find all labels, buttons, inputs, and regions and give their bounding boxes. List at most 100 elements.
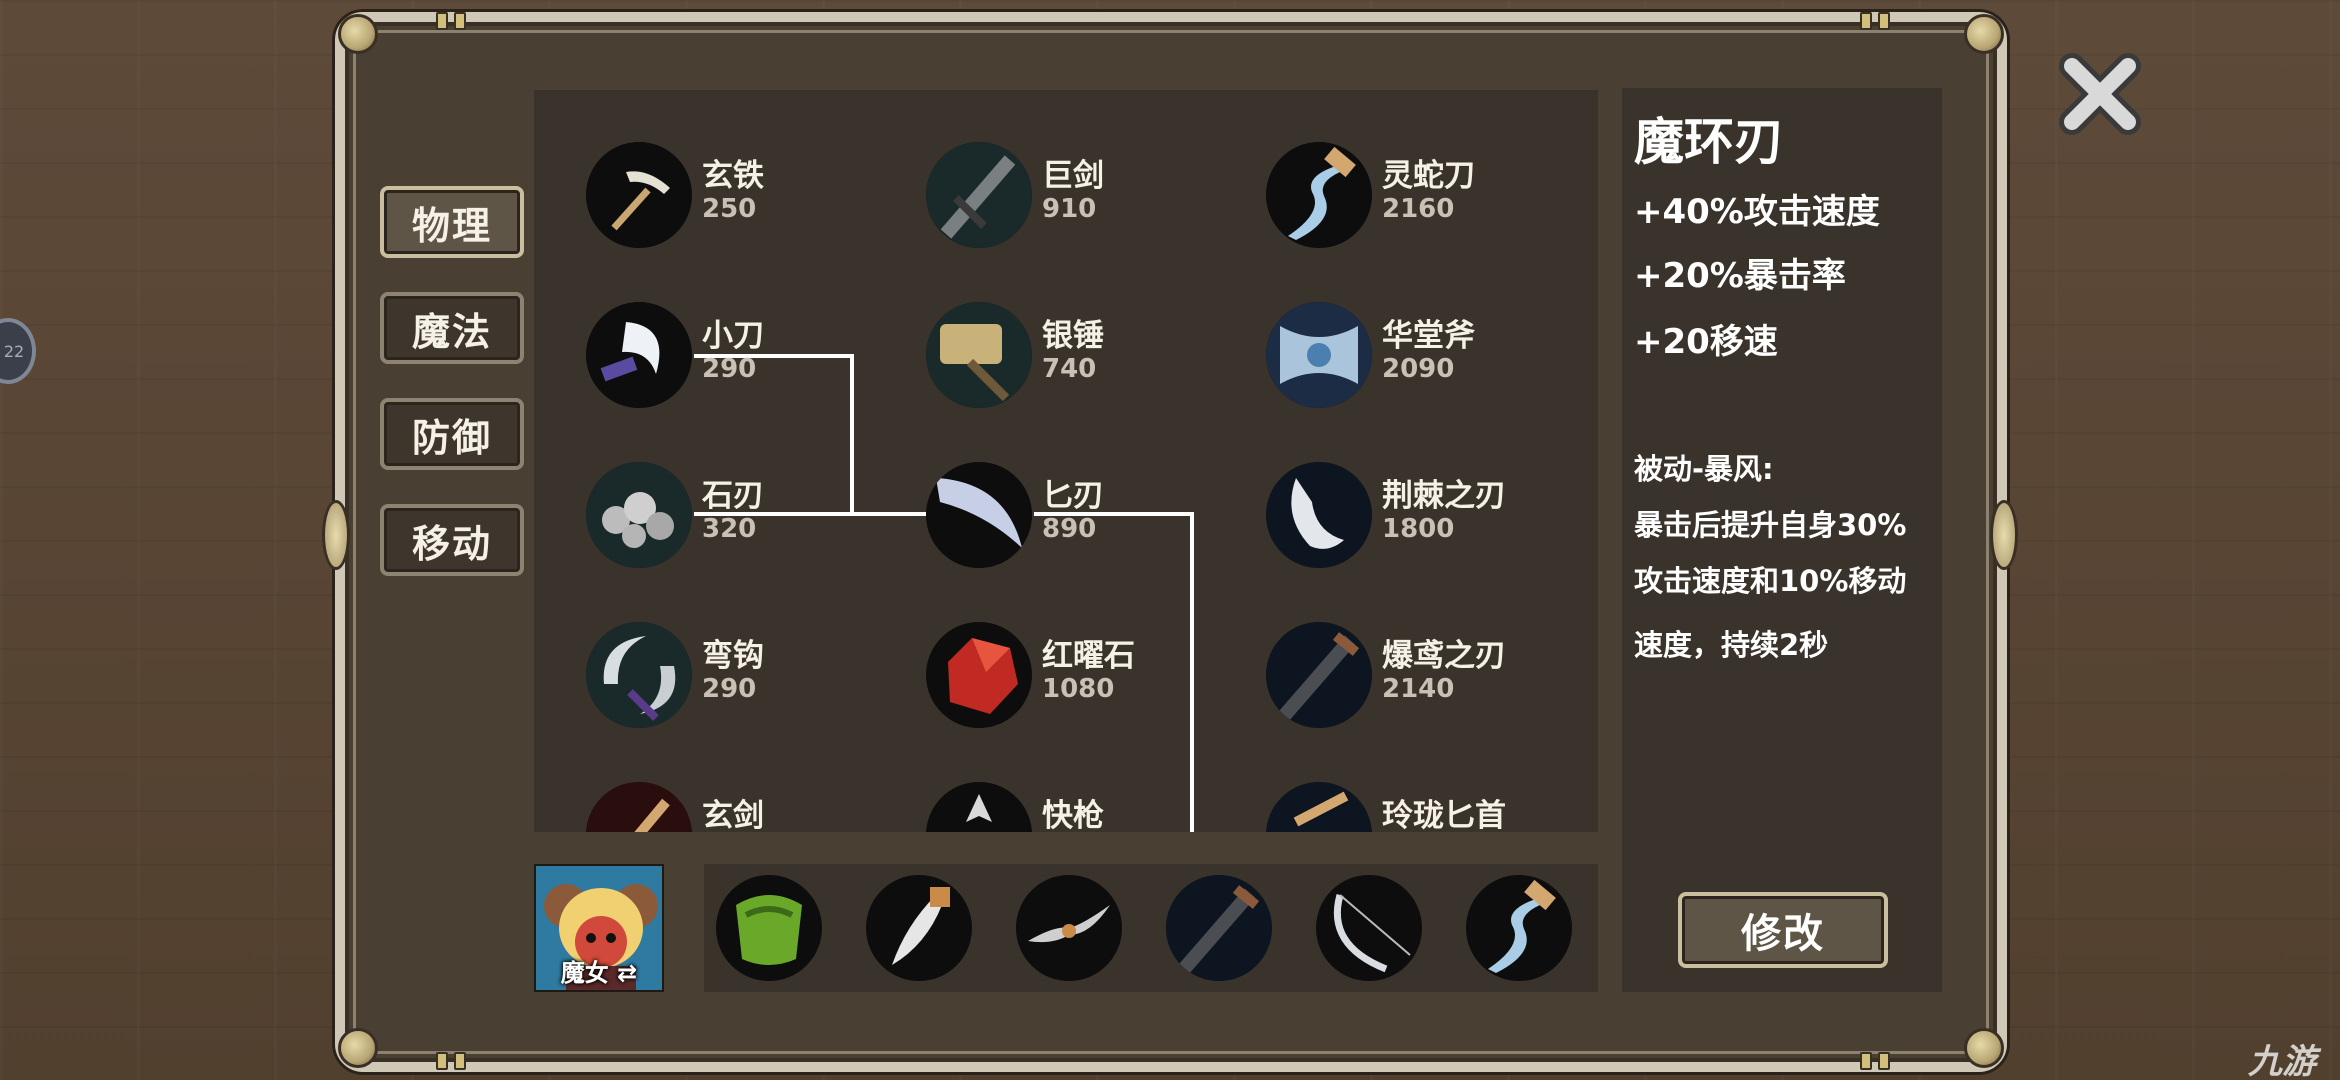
category-tab-physical[interactable]: 物理: [380, 186, 524, 258]
quick-spear-icon: [926, 782, 1032, 832]
item-price: 320: [702, 514, 757, 544]
item-xuanjian[interactable]: 玄剑: [586, 782, 906, 832]
item-name: 玄铁: [702, 158, 764, 194]
frame-tab: [436, 12, 448, 30]
dark-sword-icon: [586, 782, 692, 832]
stone-blade-icon: [586, 462, 692, 568]
category-tab-defense[interactable]: 防御: [380, 398, 524, 470]
item-price: 290: [702, 674, 757, 704]
pickaxe-icon: [586, 142, 692, 248]
knife-icon: [586, 302, 692, 408]
green-armor-icon: [716, 875, 822, 981]
item-stat: +20移速: [1634, 322, 1778, 362]
passive-text: 速度，持续2秒: [1634, 628, 1829, 662]
item-detail-panel: 魔环刃 +40%攻击速度 +20%暴击率 +20移速 被动-暴风: 暴击后提升自…: [1622, 88, 1942, 992]
equipped-slot[interactable]: [1316, 875, 1422, 981]
item-price: 2090: [1382, 354, 1455, 384]
item-price: 890: [1042, 514, 1097, 544]
item-name: 弯钩: [702, 638, 764, 674]
frame-tab: [454, 12, 466, 30]
modify-button[interactable]: 修改: [1678, 892, 1888, 968]
curved-blade-icon: [866, 875, 972, 981]
item-name: 小刀: [702, 318, 764, 354]
frame-tab: [1860, 1052, 1872, 1070]
item-name: 玄剑: [702, 798, 764, 832]
witch-portrait-icon: [536, 866, 662, 990]
item-baoyuanzhiren[interactable]: 爆鸢之刃 2140: [1266, 622, 1586, 732]
frame-tab: [1878, 12, 1890, 30]
equipped-slot[interactable]: [1016, 875, 1122, 981]
modify-label: 修改: [1741, 911, 1825, 957]
item-name: 荆棘之刃: [1382, 478, 1506, 514]
item-xiaodao[interactable]: 小刀 290: [586, 302, 906, 412]
hero-portrait[interactable]: 魔女 ⇄: [534, 864, 664, 992]
category-label: 物理: [411, 203, 492, 248]
item-price: 910: [1042, 194, 1097, 224]
bow-icon: [1316, 875, 1422, 981]
frame-tab: [1878, 1052, 1890, 1070]
frame-side-knob: [1990, 500, 2018, 570]
serpent-blade-icon: [1466, 875, 1572, 981]
ornate-axe-icon: [1266, 302, 1372, 408]
recipe-link-lines: [694, 354, 1194, 832]
close-x-icon: [2059, 53, 2141, 135]
corner-ornament: [338, 14, 378, 54]
item-biren[interactable]: 匕刃 890: [926, 462, 1246, 572]
item-jingjizhiren[interactable]: 荆棘之刃 1800: [1266, 462, 1586, 572]
item-price: 1800: [1382, 514, 1455, 544]
item-price: 290: [702, 354, 757, 384]
item-name: 玲珑匕首: [1382, 798, 1506, 832]
item-name: 巨剑: [1042, 158, 1104, 194]
frame-tab: [454, 1052, 466, 1070]
equipped-items-bar: [704, 864, 1598, 992]
item-linglongbishou[interactable]: 玲珑匕首: [1266, 782, 1586, 832]
bat-shuriken-icon: [1016, 875, 1122, 981]
item-price: 1080: [1042, 674, 1115, 704]
frame-side-knob: [322, 500, 350, 570]
item-shiren[interactable]: 石刃 320: [586, 462, 906, 572]
item-kuaiqiang[interactable]: 快枪: [926, 782, 1246, 832]
item-name: 红曜石: [1042, 638, 1135, 674]
watermark-logo: 九游: [2248, 1034, 2316, 1080]
item-yinchui[interactable]: 银锤 740: [926, 302, 1246, 412]
dagger-blade-icon: [926, 462, 1032, 568]
item-hongyaoshi[interactable]: 红曜石 1080: [926, 622, 1246, 732]
item-jujian[interactable]: 巨剑 910: [926, 142, 1246, 252]
equipped-slot[interactable]: [1466, 875, 1572, 981]
passive-text: 攻击速度和10%移动: [1634, 564, 1907, 598]
equipped-slot[interactable]: [866, 875, 972, 981]
serpent-blade-icon: [1266, 142, 1372, 248]
item-name: 爆鸢之刃: [1382, 638, 1506, 674]
item-lingshedao[interactable]: 灵蛇刀 2160: [1266, 142, 1586, 252]
hero-name: 魔女 ⇄: [560, 959, 638, 987]
passive-text: 暴击后提升自身30%: [1634, 508, 1907, 542]
item-stat: +20%暴击率: [1634, 256, 1846, 296]
equipped-slot[interactable]: [1166, 875, 1272, 981]
item-price: 2140: [1382, 674, 1455, 704]
side-bubble-label: 22: [3, 341, 25, 361]
item-name: 石刃: [702, 478, 764, 514]
passive-title: 被动-暴风:: [1634, 452, 1774, 486]
item-name: 快枪: [1042, 798, 1104, 832]
item-detail-title: 魔环刃: [1634, 113, 1784, 171]
item-price: 740: [1042, 354, 1097, 384]
item-stat: +40%攻击速度: [1634, 192, 1880, 232]
close-button[interactable]: [2050, 44, 2150, 144]
red-gem-icon: [926, 622, 1032, 728]
item-name: 灵蛇刀: [1382, 158, 1475, 194]
item-grid[interactable]: 玄铁 250 巨剑 910 灵蛇刀 2160 小刀 290 银锤 740 华堂斧: [534, 90, 1598, 832]
category-label: 魔法: [411, 309, 492, 354]
category-tab-magic[interactable]: 魔法: [380, 292, 524, 364]
silver-hammer-icon: [926, 302, 1032, 408]
corner-ornament: [1964, 14, 2004, 54]
fine-dagger-icon: [1266, 782, 1372, 832]
item-wangou[interactable]: 弯钩 290: [586, 622, 906, 732]
equipped-slot[interactable]: [716, 875, 822, 981]
frame-tab: [436, 1052, 448, 1070]
frame-tab: [1860, 12, 1872, 30]
hook-icon: [586, 622, 692, 728]
serrated-sword-icon: [1166, 875, 1272, 981]
category-tab-movement[interactable]: 移动: [380, 504, 524, 576]
item-huatangfu[interactable]: 华堂斧 2090: [1266, 302, 1586, 412]
item-xuantie[interactable]: 玄铁 250: [586, 142, 906, 252]
